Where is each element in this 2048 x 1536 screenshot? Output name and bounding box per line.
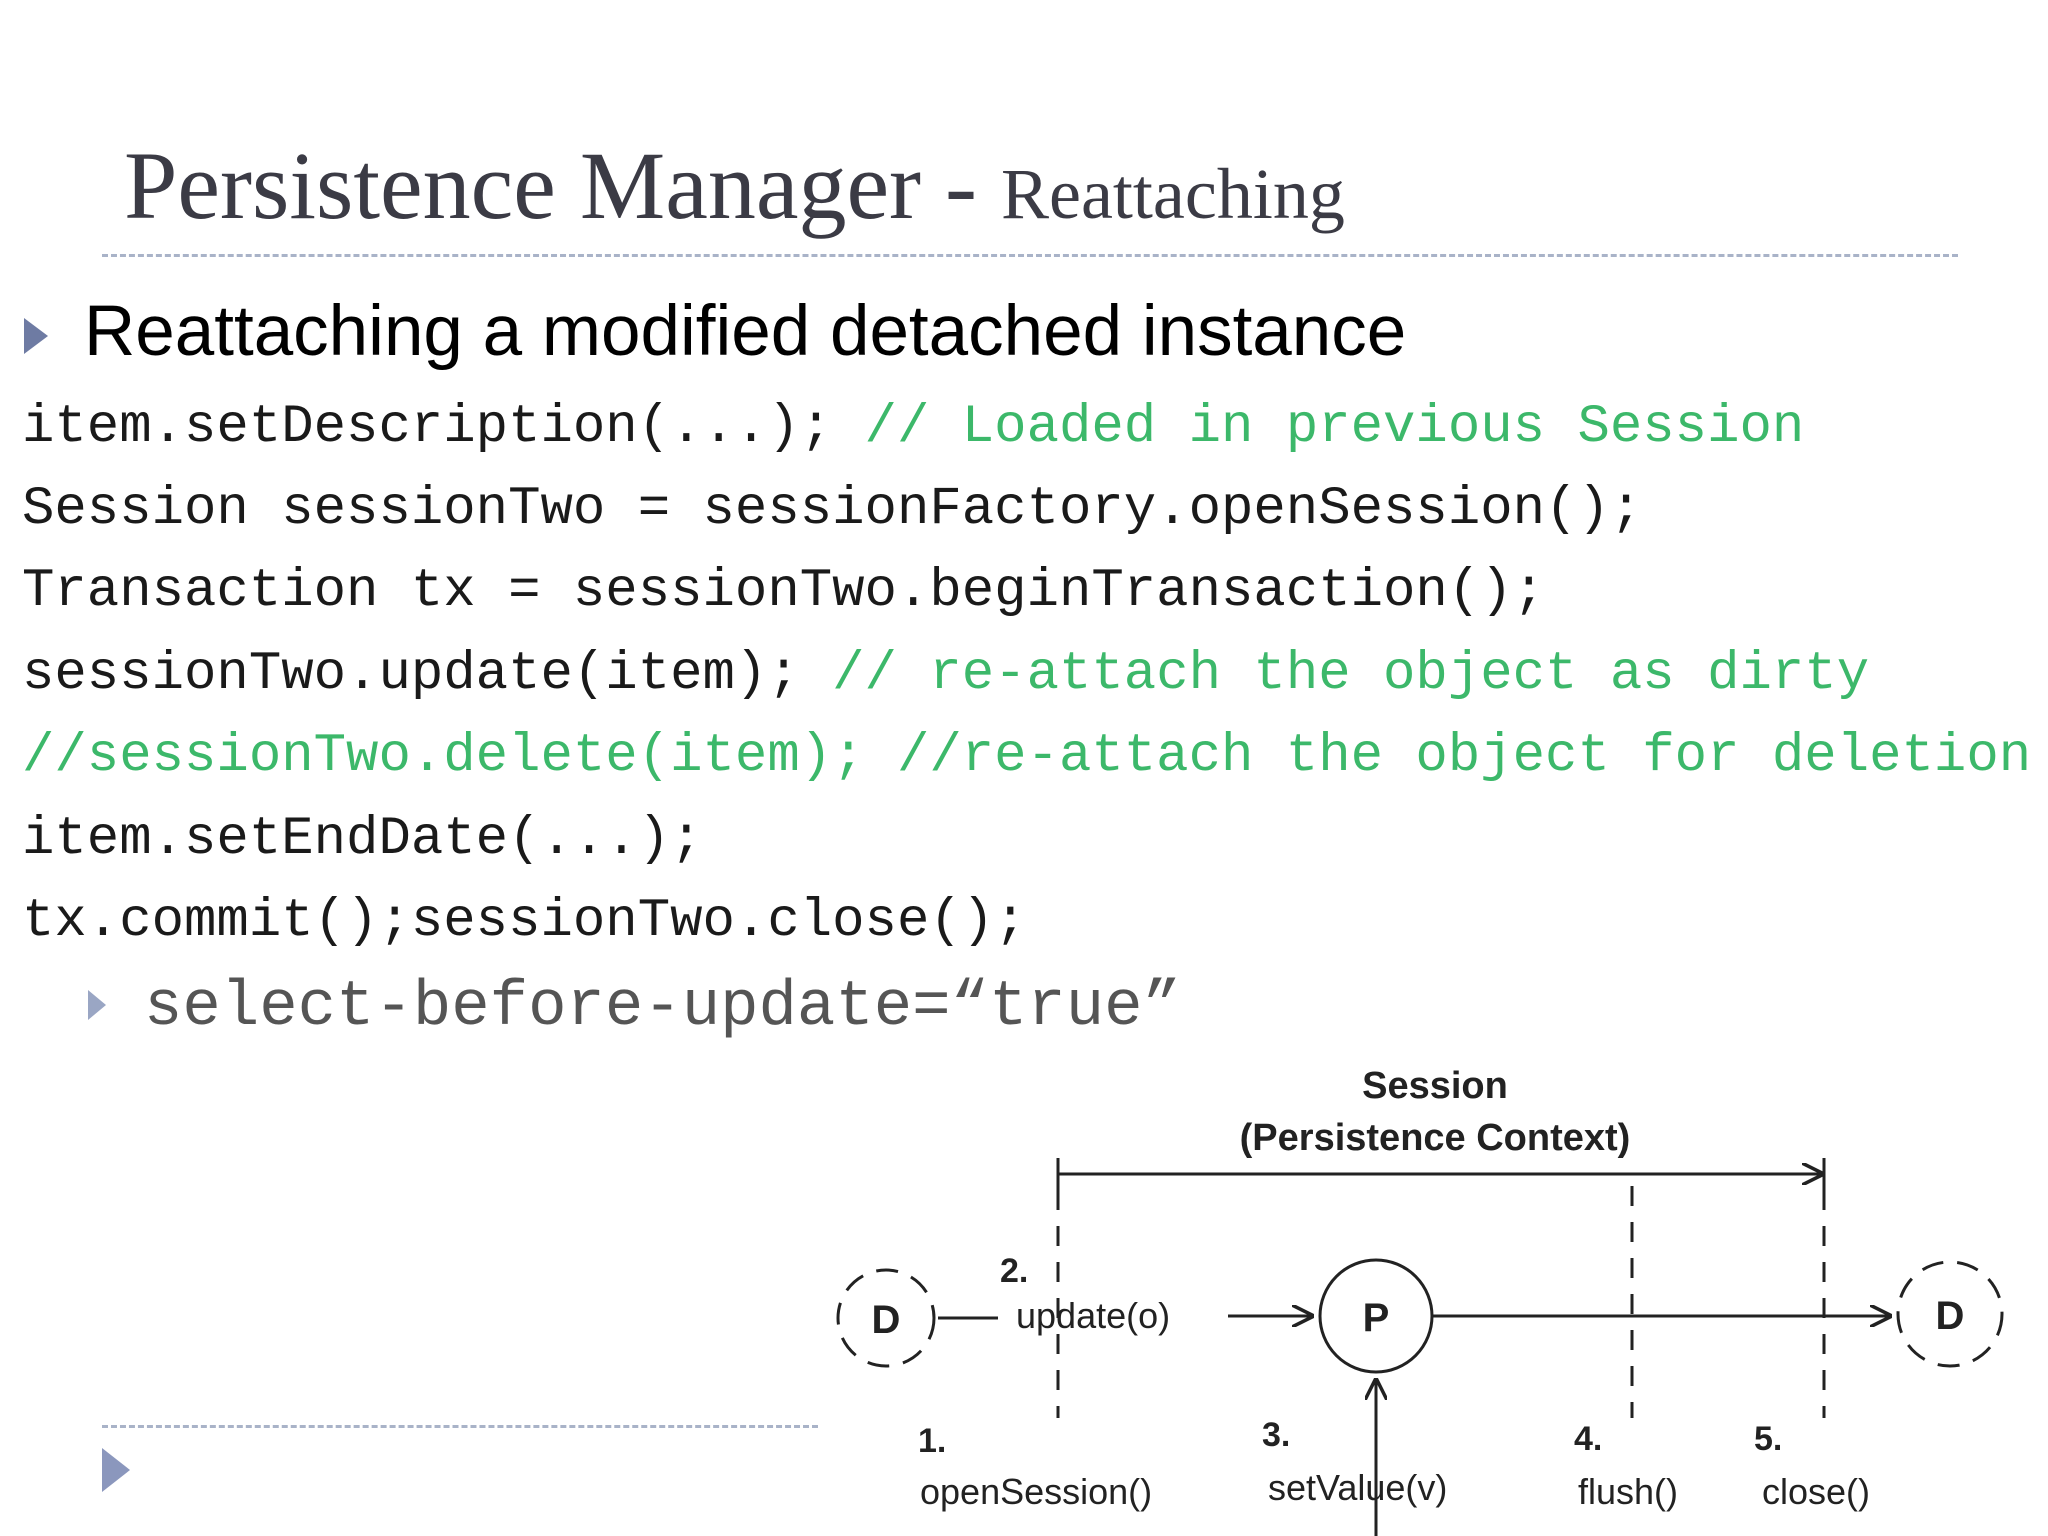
step-5-number: 5. <box>1754 1420 1782 1458</box>
code-line-6: item.setEndDate(...); <box>22 810 703 870</box>
code-line-2: Session sessionTwo = sessionFactory.open… <box>22 480 1642 540</box>
sub-bullet-arrow-icon <box>88 990 106 1020</box>
title-main: Persistence Manager <box>124 132 922 239</box>
step-1-label: openSession() <box>920 1471 1152 1512</box>
detached-state-start-label: D <box>872 1298 901 1342</box>
code-line-4: sessionTwo.update(item); // re-attach th… <box>22 645 1869 705</box>
detached-state-end <box>1896 1260 2004 1368</box>
step-2-number: 2. <box>1000 1252 1028 1290</box>
session-label: Session <box>1362 1065 1508 1107</box>
code-text: Session sessionTwo = sessionFactory.open… <box>22 479 1643 540</box>
title-separator: - <box>921 132 1001 239</box>
step-3-label: setValue(v) <box>1268 1467 1447 1508</box>
detached-state-end-label: D <box>1936 1294 1965 1338</box>
step-4-number: 4. <box>1574 1420 1602 1458</box>
code-line-3: Transaction tx = sessionTwo.beginTransac… <box>22 562 1545 622</box>
code-text: sessionTwo.update(item); <box>22 644 833 705</box>
bullet-arrow-icon <box>24 318 48 354</box>
code-comment: // re-attach the object as dirty <box>832 644 1870 705</box>
title-divider <box>102 254 1958 257</box>
code-line-1: item.setDescription(...); // Loaded in p… <box>22 398 1804 458</box>
slide-title: Persistence Manager - Reattaching <box>124 138 1345 234</box>
persistent-state-label: P <box>1363 1296 1390 1340</box>
code-text: Transaction tx = sessionTwo.beginTransac… <box>22 561 1546 622</box>
footer-divider <box>102 1425 818 1428</box>
detached-state-start <box>836 1268 936 1368</box>
bullet-heading: Reattaching a modified detached instance <box>84 292 1407 371</box>
sub-bullet-text: select-before-update=“true” <box>144 972 1181 1044</box>
persistence-context-label: (Persistence Context) <box>1240 1117 1631 1159</box>
code-comment: //sessionTwo.delete(item); //re-attach t… <box>22 726 2032 787</box>
code-text: item.setDescription(...); <box>22 397 865 458</box>
code-line-5: //sessionTwo.delete(item); //re-attach t… <box>22 727 2031 787</box>
code-text: item.setEndDate(...); <box>22 809 703 870</box>
step-5-label: close() <box>1762 1471 1870 1512</box>
step-1-number: 1. <box>918 1422 946 1460</box>
code-comment: // Loaded in previous Session <box>864 397 1805 458</box>
step-3-number: 3. <box>1262 1416 1290 1454</box>
footer-arrow-icon <box>102 1448 130 1492</box>
step-2-label: update(o) <box>1016 1295 1170 1336</box>
title-sub: Reattaching <box>1000 154 1345 234</box>
code-text: tx.commit();sessionTwo.close(); <box>22 891 1027 952</box>
step-4-label: flush() <box>1578 1471 1678 1512</box>
code-line-7: tx.commit();sessionTwo.close(); <box>22 892 1027 952</box>
